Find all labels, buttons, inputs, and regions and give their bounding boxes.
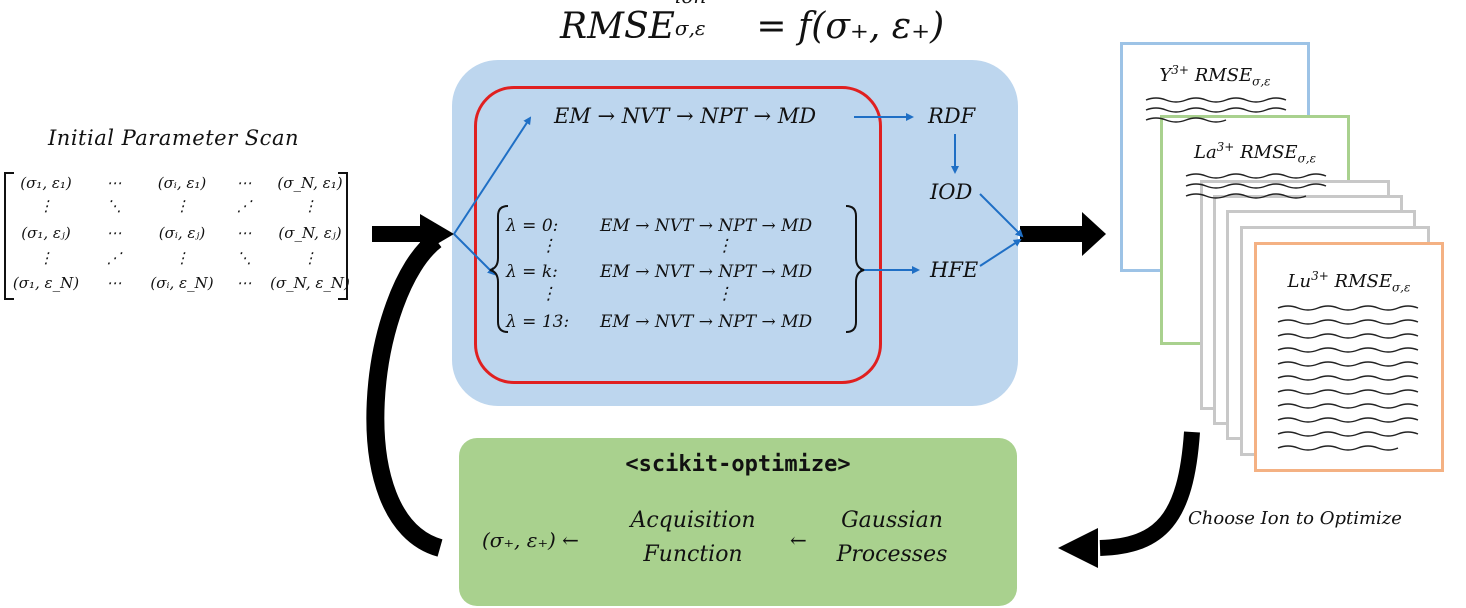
doc-title: La3+ RMSEσ,ε <box>1193 140 1317 166</box>
parameter-matrix: (σ₁, ε₁)⋯(σᵢ, ε₁)⋯(σ_N, ε₁) ⋮⋱⋮⋰⋮ (σ₁, ε… <box>4 170 350 300</box>
doc-title: Y3+ RMSEσ,ε <box>1159 63 1271 89</box>
doc-title: Lu3+ RMSEσ,ε <box>1287 269 1411 295</box>
matrix-row: (σ₁, ε₁)⋯(σᵢ, ε₁)⋯(σ_N, ε₁) <box>20 174 343 192</box>
hfe-label: HFE <box>930 258 979 282</box>
doc-text-lines <box>1145 97 1419 451</box>
optimum-result: (σ₊, ε₊) ← <box>482 528 579 552</box>
optimizer-arrow: ← <box>790 528 807 552</box>
lambda-label: ⋮ <box>540 284 557 304</box>
acquisition-line2: Function <box>643 542 743 567</box>
gaussian-line1: Gaussian <box>841 508 943 533</box>
flow-arrows <box>453 113 1024 276</box>
md-workflow-box <box>474 86 882 384</box>
optimizer-panel <box>459 438 1017 606</box>
choose-ion-arrow <box>1058 431 1200 568</box>
output-arrow <box>1020 212 1106 256</box>
gaussian-line2: Processes <box>836 542 948 567</box>
lambda-label: λ = 0: <box>506 216 559 236</box>
md-chain: EM → NVT → NPT → MD <box>554 104 817 128</box>
objective-title: RMSEionσ,ε = f(σ₊, ε₊) <box>560 0 945 47</box>
lambda-chain: ⋮ <box>716 236 733 256</box>
lambda-chain: ⋮ <box>716 284 733 304</box>
lambda-label: λ = 13: <box>506 312 570 332</box>
lambda-label: ⋮ <box>540 236 557 256</box>
choose-ion-label: Choose Ion to Optimize <box>1188 508 1402 529</box>
rdf-label: RDF <box>928 104 976 128</box>
matrix-row: ⋮⋰⋮⋱⋮ <box>38 249 318 267</box>
matrix-row: (σ₁, εⱼ)⋯(σᵢ, εⱼ)⋯(σ_N, εⱼ) <box>21 224 342 242</box>
scikit-optimize-title: <scikit-optimize> <box>625 452 851 477</box>
matrix-row: ⋮⋱⋮⋰⋮ <box>38 197 318 215</box>
lambda-braces <box>489 205 865 333</box>
simulation-panel <box>452 60 1018 406</box>
lambda-chain: EM → NVT → NPT → MD <box>600 216 813 236</box>
matrix-bracket-right <box>338 172 348 300</box>
matrix-bracket-left <box>4 172 14 300</box>
lambda-chain: EM → NVT → NPT → MD <box>600 262 813 282</box>
lambda-label: λ = k: <box>506 262 558 282</box>
iod-label: IOD <box>930 180 973 204</box>
input-arrow <box>372 214 454 254</box>
feedback-arrow <box>366 232 444 557</box>
matrix-row: (σ₁, ε_N)⋯(σᵢ, ε_N)⋯(σ_N, ε_N) <box>12 274 350 292</box>
result-doc-lu: Lu3+ RMSEσ,ε <box>1254 242 1444 472</box>
acquisition-line1: Acquisition <box>630 508 756 533</box>
scan-label: Initial Parameter Scan <box>48 126 299 150</box>
lambda-chain: EM → NVT → NPT → MD <box>600 312 813 332</box>
